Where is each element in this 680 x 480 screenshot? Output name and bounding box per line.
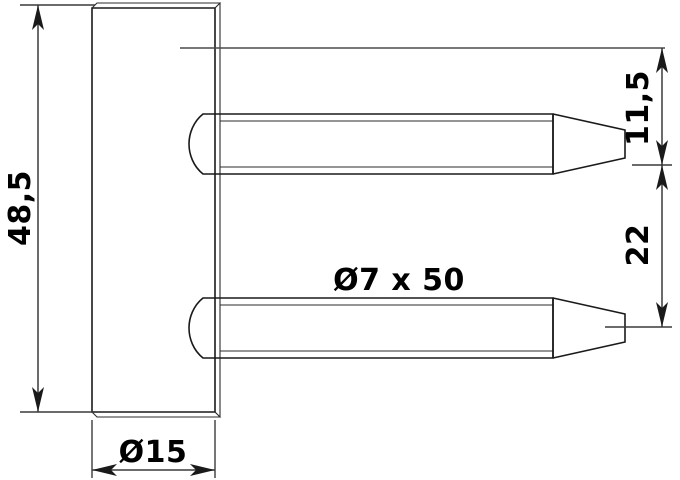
- plate-bottom-chamfer: [91, 411, 222, 418]
- pin-spacing-arrow-down: [656, 302, 668, 327]
- plate-width-arrow-left: [92, 464, 117, 476]
- overall-height-label: 48,5: [3, 170, 38, 246]
- pin-spec-label: Ø7 x 50: [333, 263, 465, 298]
- pin-spacing-label: 22: [621, 224, 656, 267]
- upper-pin-tapered-tip: [552, 113, 626, 175]
- lower-pin-tapered-tip: [552, 297, 626, 359]
- dimension-pin-spacing: 22: [605, 165, 672, 328]
- top-offset-arrow-up: [656, 48, 668, 73]
- overall-height-arrow-up: [32, 5, 44, 30]
- overall-height-arrow-down: [32, 387, 44, 412]
- lower-pin-round-head: [188, 297, 215, 359]
- dimension-top-offset: 11,5: [621, 48, 672, 166]
- top-offset-arrow-down: [656, 140, 668, 165]
- upper-pin-shank: [215, 113, 554, 175]
- upper-pin: [188, 113, 626, 175]
- plate-width-label: Ø15: [119, 435, 188, 470]
- pin-spacing-arrow-up: [656, 165, 668, 190]
- top-offset-label: 11,5: [621, 70, 656, 146]
- plate-width-arrow-right: [190, 464, 215, 476]
- dimension-plate-width: Ø15: [91, 420, 216, 478]
- lower-pin-shank: [215, 297, 554, 359]
- dimension-overall-height: 48,5: [3, 4, 95, 413]
- lower-pin: [188, 297, 626, 359]
- pin-spec-annotation: Ø7 x 50: [333, 263, 465, 298]
- mounting-plate: [91, 2, 222, 418]
- upper-pin-round-head: [188, 113, 215, 175]
